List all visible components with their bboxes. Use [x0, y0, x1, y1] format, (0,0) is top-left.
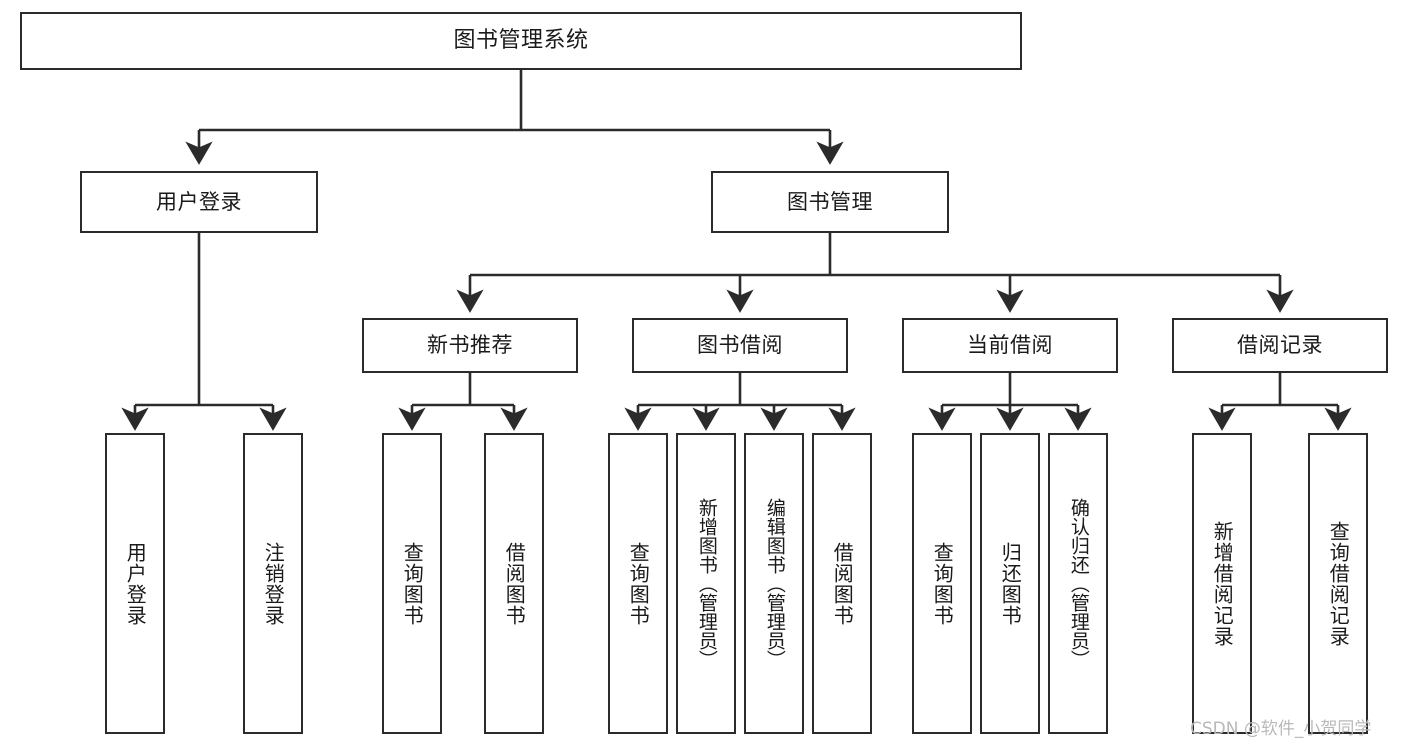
node-current-borrow[interactable]: 当前借阅 [902, 318, 1118, 373]
watermark-text: CSDN @软件_小贺同学 [1190, 719, 1372, 739]
node-book-borrow-label: 图书借阅 [697, 333, 783, 358]
node-new-book-recommend-label: 新书推荐 [427, 333, 513, 358]
node-leaf-query-record-label: 查询借阅记录 [1326, 520, 1351, 647]
node-book-borrow[interactable]: 图书借阅 [632, 318, 848, 373]
node-leaf-user-logout-label: 注销登录 [261, 541, 286, 626]
node-leaf-query-book-2-label: 查询图书 [626, 541, 651, 626]
node-user-login-label: 用户登录 [156, 189, 242, 214]
node-leaf-user-login[interactable]: 用户登录 [105, 433, 165, 734]
node-current-borrow-label: 当前借阅 [967, 333, 1053, 358]
node-leaf-add-book[interactable]: 新增图书（管理员） [676, 433, 736, 734]
node-leaf-query-book-2[interactable]: 查询图书 [608, 433, 668, 734]
node-leaf-user-login-label: 用户登录 [123, 541, 148, 626]
node-book-manage[interactable]: 图书管理 [711, 171, 949, 233]
node-user-login[interactable]: 用户登录 [80, 171, 318, 233]
node-leaf-return-book[interactable]: 归还图书 [980, 433, 1040, 734]
node-leaf-return-book-label: 归还图书 [998, 541, 1023, 626]
node-leaf-query-book-1[interactable]: 查询图书 [382, 433, 442, 734]
node-leaf-add-record[interactable]: 新增借阅记录 [1192, 433, 1252, 734]
node-leaf-query-book-3[interactable]: 查询图书 [912, 433, 972, 734]
node-leaf-borrow-book-2[interactable]: 借阅图书 [812, 433, 872, 734]
node-leaf-borrow-book-1-label: 借阅图书 [502, 541, 527, 626]
node-borrow-record-label: 借阅记录 [1237, 333, 1323, 358]
node-leaf-edit-book-label: 编辑图书（管理员） [763, 498, 786, 669]
node-leaf-add-book-label: 新增图书（管理员） [695, 498, 718, 669]
node-root[interactable]: 图书管理系统 [20, 12, 1022, 70]
node-leaf-query-book-3-label: 查询图书 [930, 541, 955, 626]
node-leaf-edit-book[interactable]: 编辑图书（管理员） [744, 433, 804, 734]
node-leaf-confirm-return-label: 确认归还（管理员） [1067, 498, 1090, 669]
node-leaf-add-record-label: 新增借阅记录 [1210, 520, 1235, 647]
node-root-label: 图书管理系统 [453, 28, 589, 54]
node-leaf-borrow-book-2-label: 借阅图书 [830, 541, 855, 626]
node-leaf-borrow-book-1[interactable]: 借阅图书 [484, 433, 544, 734]
node-leaf-query-book-1-label: 查询图书 [400, 541, 425, 626]
node-borrow-record[interactable]: 借阅记录 [1172, 318, 1388, 373]
node-new-book-recommend[interactable]: 新书推荐 [362, 318, 578, 373]
node-book-manage-label: 图书管理 [787, 189, 873, 214]
node-leaf-user-logout[interactable]: 注销登录 [243, 433, 303, 734]
node-leaf-query-record[interactable]: 查询借阅记录 [1308, 433, 1368, 734]
node-leaf-confirm-return[interactable]: 确认归还（管理员） [1048, 433, 1108, 734]
